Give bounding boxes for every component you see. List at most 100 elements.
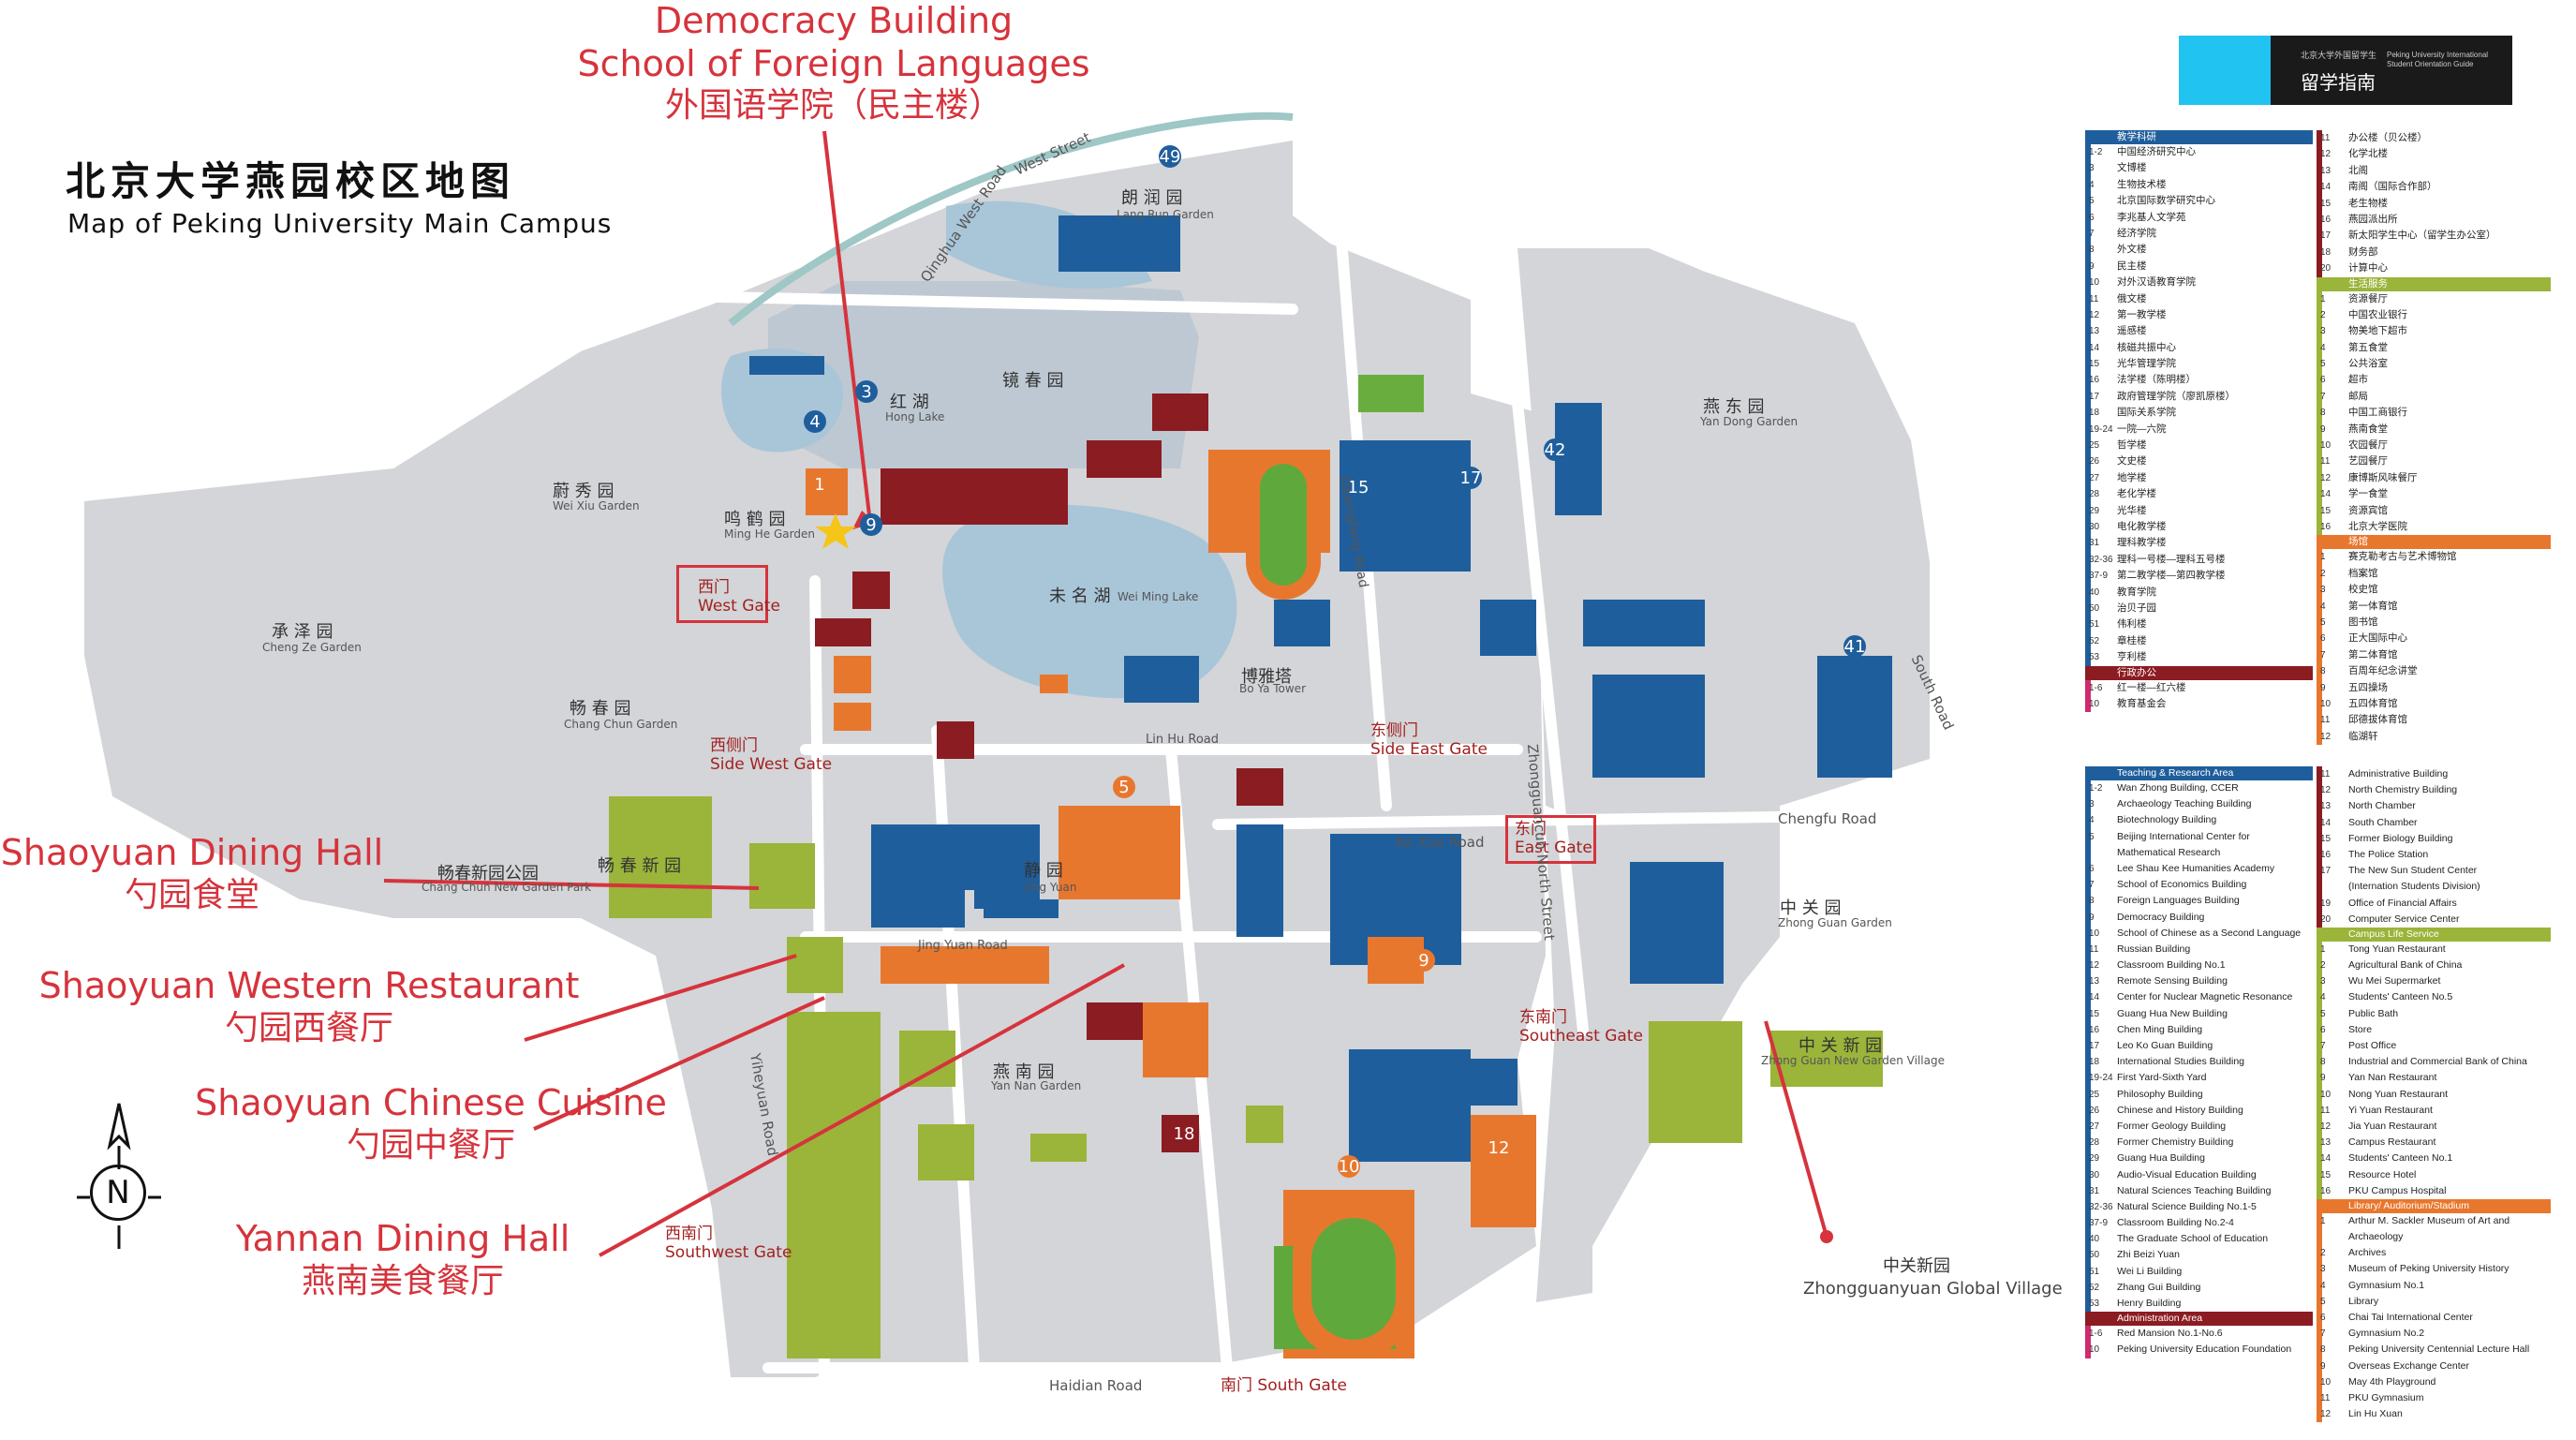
legend-color-bar xyxy=(2085,568,2091,585)
south-gate-cn: 南门 xyxy=(1221,1376,1252,1395)
legend-label: 外文楼 xyxy=(2117,244,2147,256)
legend-color-bar xyxy=(2317,695,2322,713)
logo-main: 留学指南 xyxy=(2301,71,2376,94)
east-gate-en: East Gate xyxy=(1515,838,1592,857)
legend-number: 17 xyxy=(2089,391,2100,402)
legend-label: Wu Mei Supermarket xyxy=(2348,975,2441,987)
legend-number: 11 xyxy=(2320,1392,2331,1403)
place-hong-lake-en: Hong Lake xyxy=(885,410,945,423)
legend-label: Students' Canteen No.5 xyxy=(2348,991,2453,1003)
legend-number: 12 xyxy=(2320,472,2332,483)
legend-color-bar xyxy=(2317,846,2322,864)
legend-color-bar xyxy=(2317,244,2322,261)
legend-label: 法学楼（陈明楼） xyxy=(2117,374,2196,386)
legend-number: 12 xyxy=(2320,149,2332,160)
road-chengfu: Chengfu Road xyxy=(1778,810,1877,827)
legend-label: Biotechnology Building xyxy=(2117,814,2217,826)
legend-number: 53 xyxy=(2089,1299,2100,1309)
legend-color-bar xyxy=(2085,1182,2091,1199)
legend-number: 3 xyxy=(2089,799,2095,810)
legend-label: 艺园餐厅 xyxy=(2348,455,2388,468)
annotation-democracy-en1: Democracy Building xyxy=(654,0,1014,41)
legend-number: 37-9 xyxy=(2089,1218,2109,1229)
legend-color-bar xyxy=(2317,598,2322,615)
legend-number: 13 xyxy=(2089,976,2100,987)
legend-number: 13 xyxy=(2320,801,2332,812)
legend-color-bar xyxy=(2085,893,2091,910)
southwest-gate-cn: 西南门 xyxy=(665,1225,713,1243)
legend-number: 10 xyxy=(2089,698,2100,709)
legend-label: Industrial and Commercial Bank of China xyxy=(2348,1056,2527,1068)
legend-label: 图书馆 xyxy=(2348,616,2378,628)
southwest-gate-label: 西南门 Southwest Gate xyxy=(665,1225,792,1262)
place-chang-chun-en: Chang Chun Garden xyxy=(564,718,678,731)
legend-heading: Campus Life Service xyxy=(2317,927,2551,942)
legend-color-bar xyxy=(2317,1021,2322,1038)
compass-north-icon: N xyxy=(90,1165,146,1221)
legend-color-bar xyxy=(2085,535,2091,552)
legend-row: Mathematical Research xyxy=(2085,844,2313,861)
legend-label: 红一楼—红六楼 xyxy=(2117,681,2186,693)
legend-color-bar xyxy=(2317,1326,2322,1343)
annotation-shaoyuan-chinese-cn: 勺园中餐厅 xyxy=(346,1125,515,1165)
legend-color-bar xyxy=(2085,1342,2091,1358)
legend-label: 北京大学医院 xyxy=(2348,520,2407,532)
west-gate-box[interactable] xyxy=(676,565,768,623)
legend-number: 6 xyxy=(2089,212,2095,223)
place-chang-chun-new-cn: 畅春新园公园 xyxy=(437,864,539,883)
legend-label: Resource Hotel xyxy=(2348,1168,2417,1180)
legend-number: 8 xyxy=(2089,896,2095,907)
annotation-shaoyuan-dining: Shaoyuan Dining Hall 勺园食堂 xyxy=(0,832,384,915)
east-gate-box[interactable] xyxy=(1505,815,1596,864)
legend-label: Beijing International Center for xyxy=(2117,830,2250,842)
legend-label: 北阁 xyxy=(2348,164,2368,176)
legend-color-bar xyxy=(2085,258,2091,275)
legend-label: 生物技术楼 xyxy=(2117,178,2167,190)
legend-number: 14 xyxy=(2320,182,2332,193)
legend-label: 伟利楼 xyxy=(2117,618,2147,631)
annotation-yannan-cn: 燕南美食餐厅 xyxy=(301,1261,504,1300)
legend-color-bar xyxy=(2085,405,2091,422)
legend-label: Henry Building xyxy=(2117,1298,2182,1309)
legend-number: 8 xyxy=(2320,666,2326,677)
place-wei-ming-en: Wei Ming Lake xyxy=(1118,590,1199,603)
legend-number: 11 xyxy=(2320,769,2331,779)
map-title-en: Map of Peking University Main Campus xyxy=(67,208,613,239)
place-yan-nan-cn: 燕 南 园 xyxy=(993,1062,1055,1082)
legend-number: 1-6 xyxy=(2089,1329,2103,1340)
place-ming-he-en: Ming He Garden xyxy=(724,527,815,541)
legend-number: 50 xyxy=(2089,1250,2100,1261)
legend-color-bar xyxy=(2085,339,2091,357)
legend-color-bar xyxy=(2085,1054,2091,1071)
legend-number: 52 xyxy=(2089,1282,2100,1293)
legend-color-bar xyxy=(2317,1086,2322,1103)
